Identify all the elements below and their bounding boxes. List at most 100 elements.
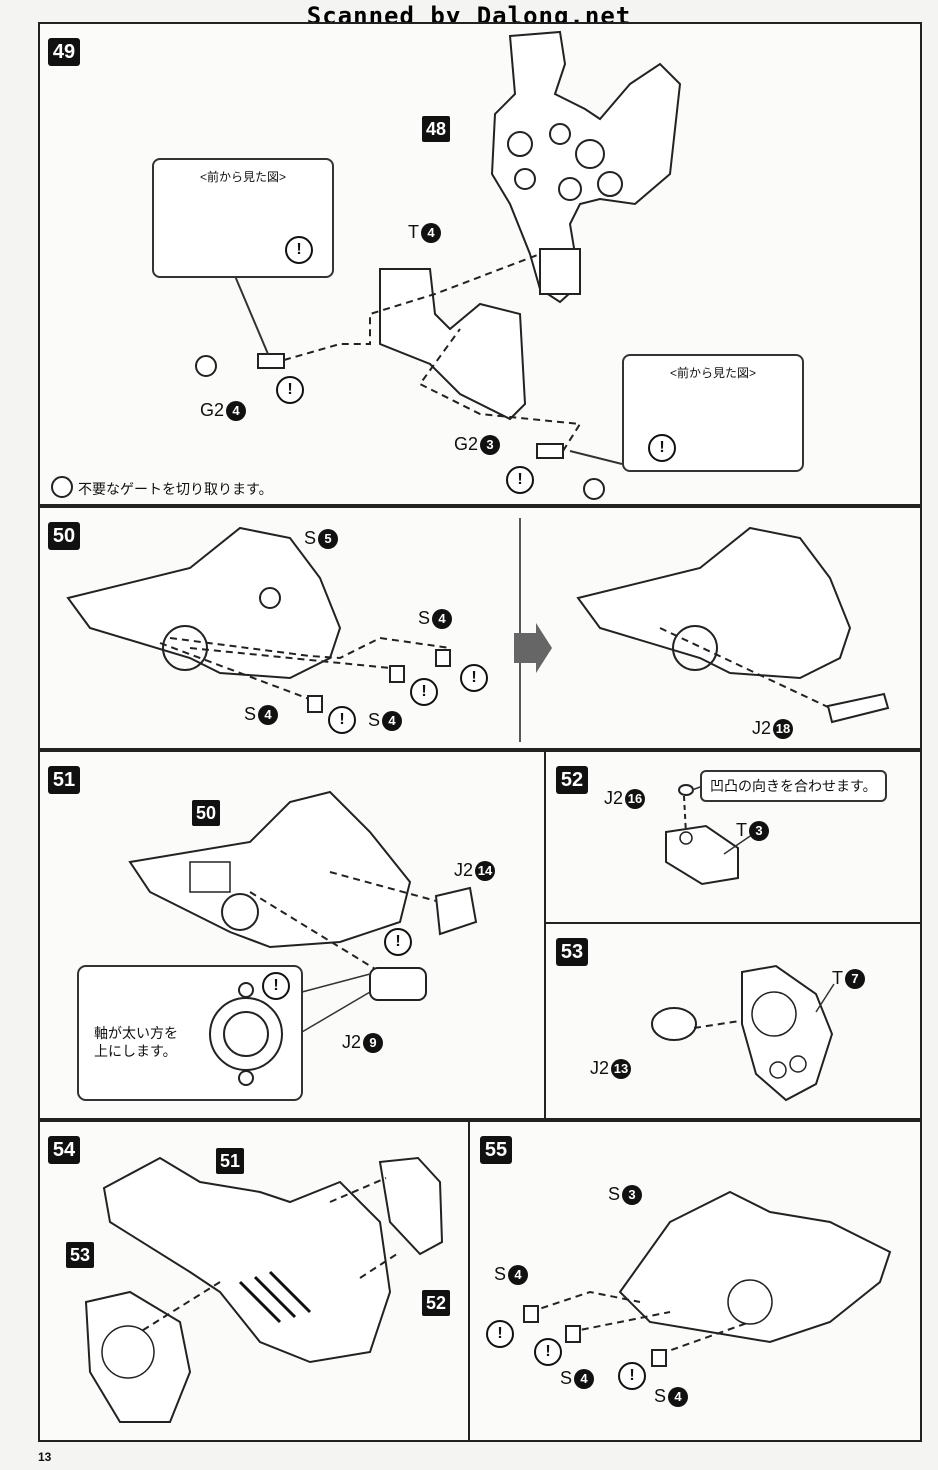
part-label-j2-18: J2 18	[752, 718, 794, 739]
part-code: J2	[342, 1032, 362, 1052]
step-53-panel: 53 T 7 J2 13	[544, 922, 922, 1120]
caution-icon: !	[618, 1362, 646, 1390]
part-number: 16	[625, 788, 646, 809]
step-51-drawing	[77, 790, 478, 1101]
part-label-s4: S 4	[494, 1264, 529, 1285]
part-label-g2-3: G2 3	[454, 434, 501, 455]
part-code: T	[408, 222, 419, 242]
part-label-t7: T 7	[832, 968, 865, 989]
part-label-g2-4: G2 4	[200, 400, 247, 421]
part-number: 4	[508, 1264, 529, 1285]
step-number: 51	[48, 766, 80, 794]
part-code: G2	[200, 400, 225, 420]
part-code: S	[608, 1184, 621, 1204]
part-number: 4	[668, 1386, 689, 1407]
part-number: 7	[845, 968, 865, 989]
caution-icon: !	[506, 466, 534, 494]
part-code: S	[418, 608, 431, 628]
orientation-note: 軸が太い方を 上にします。	[94, 1024, 178, 1060]
ref-part-51: 51	[216, 1148, 245, 1174]
step-50-drawing	[66, 518, 890, 742]
part-number: 3	[480, 434, 501, 455]
caution-icon: !	[460, 664, 488, 692]
step-49-panel: 49 48 <前から見た図> ! <前から見た図>	[38, 22, 922, 506]
part-code: S	[304, 528, 317, 548]
step-50-panel: 50 S 5 S 4 S 4 S 4 J2 18 ! ! !	[38, 506, 922, 750]
part-code: S	[654, 1386, 667, 1406]
step-number: 54	[48, 1136, 80, 1164]
part-code: J2	[590, 1058, 610, 1078]
part-label-s5: S 5	[304, 528, 339, 549]
caution-icon: !	[262, 972, 290, 1000]
note-line: 軸が太い方を	[94, 1025, 178, 1041]
step-52-panel: 52 J2 16 T 3 凹凸の向きを合わせます。	[544, 750, 922, 924]
part-code: J2	[454, 860, 474, 880]
step-53-drawing	[651, 964, 835, 1102]
part-code: T	[832, 968, 843, 988]
part-label-s4: S 4	[368, 710, 403, 731]
caution-icon: !	[328, 706, 356, 734]
part-number: 4	[574, 1368, 595, 1389]
step-number: 49	[48, 38, 80, 66]
ref-part-50: 50	[192, 800, 221, 826]
part-label-s3: S 3	[608, 1184, 643, 1205]
part-number: 18	[773, 718, 794, 739]
part-label-j2-9: J2 9	[342, 1032, 384, 1053]
part-number: 4	[432, 608, 453, 629]
part-number: 4	[421, 222, 441, 243]
part-code: S	[560, 1368, 573, 1388]
part-code: S	[244, 704, 257, 724]
part-number: 5	[318, 528, 339, 549]
step-51-panel: 51 50 J2 14 J2 9 ! ! 軸が太い方を 上にします。	[38, 750, 546, 1120]
part-code: G2	[454, 434, 479, 454]
step-55-drawing	[523, 1190, 892, 1367]
caution-icon: !	[384, 928, 412, 956]
part-label-s4: S 4	[244, 704, 279, 725]
step-number: 50	[48, 522, 80, 550]
part-number: 3	[622, 1184, 643, 1205]
step-number: 53	[556, 938, 588, 966]
gate-removal-note: 不要なゲートを切り取ります。	[78, 481, 273, 497]
ref-part-53: 53	[66, 1242, 95, 1268]
part-label-t4: T 4	[408, 222, 441, 243]
part-number: 4	[382, 710, 403, 731]
step-number: 52	[556, 766, 588, 794]
note-line: 上にします。	[94, 1043, 177, 1059]
caution-icon: !	[276, 376, 304, 404]
part-label-j2-16: J2 16	[604, 788, 646, 809]
callout-title: <前から見た図>	[669, 366, 757, 380]
part-code: S	[368, 710, 381, 730]
alignment-note: 凹凸の向きを合わせます。	[700, 770, 887, 802]
part-label-s4: S 4	[560, 1368, 595, 1389]
ref-part-52: 52	[422, 1290, 451, 1316]
step-52-drawing	[665, 783, 757, 886]
ref-part-48: 48	[422, 116, 451, 142]
part-label-j2-13: J2 13	[590, 1058, 632, 1079]
part-number: 9	[363, 1032, 384, 1053]
part-number: 13	[611, 1058, 632, 1079]
part-code: S	[494, 1264, 507, 1284]
caution-icon: !	[410, 678, 438, 706]
caution-icon: !	[486, 1320, 514, 1348]
callout-title: <前から見た図>	[199, 170, 287, 184]
part-label-s4: S 4	[418, 608, 453, 629]
step-54-drawing	[84, 1156, 444, 1423]
part-label-j2-14: J2 14	[454, 860, 496, 881]
step-55-panel: 55 S 3 S 4 S 4 S 4 ! ! !	[468, 1120, 922, 1442]
caution-icon: !	[285, 236, 313, 264]
part-number: 4	[226, 400, 247, 421]
front-view-callout-right: <前から見た図>	[622, 354, 804, 472]
step-54-panel: 54 51 53 52	[38, 1120, 470, 1442]
part-number: 14	[475, 860, 496, 881]
part-code: J2	[752, 718, 772, 738]
part-label-t3: T 3	[736, 820, 769, 841]
page-number: 13	[38, 1450, 52, 1464]
part-label-s4: S 4	[654, 1386, 689, 1407]
part-code: T	[736, 820, 747, 840]
part-code: J2	[604, 788, 624, 808]
part-number: 3	[749, 820, 769, 841]
step-number: 55	[480, 1136, 512, 1164]
caution-icon: !	[534, 1338, 562, 1366]
caution-icon: !	[648, 434, 676, 462]
part-number: 4	[258, 704, 279, 725]
